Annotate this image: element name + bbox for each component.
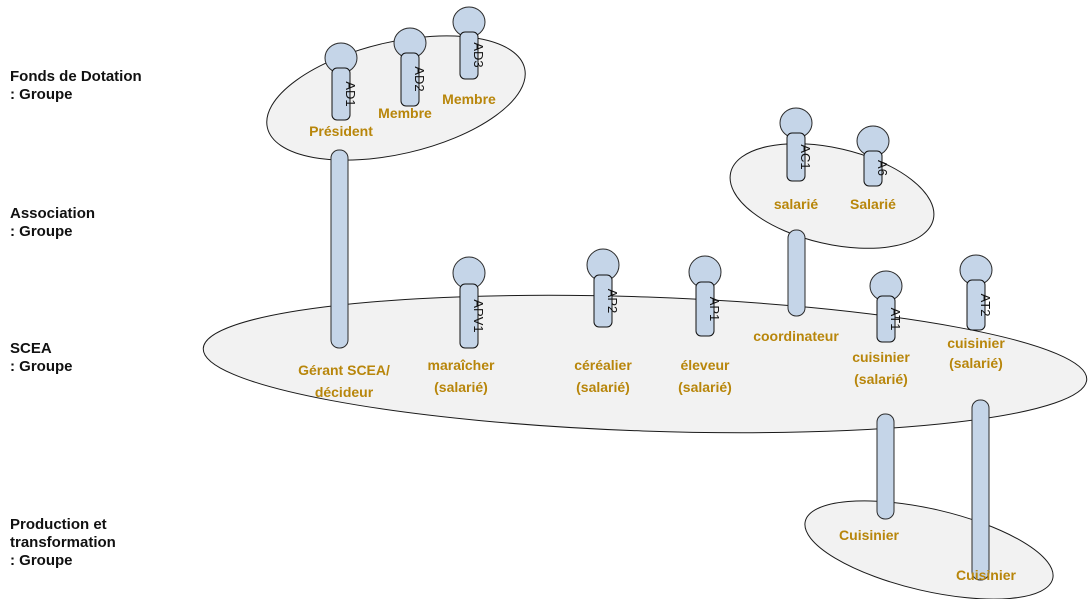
pin-tag-box [695,281,715,337]
pin-ad3: AD3 [452,6,486,80]
role-label: Membre [378,105,432,121]
pin-ad2: AD2 [393,27,427,107]
group-ellipse-production [804,500,1054,599]
role-label: maraîcher [428,357,495,373]
role-label: cuisinier [852,349,910,365]
pin-a6: A6 [856,125,890,187]
group-label-fonds: Fonds de Dotation : Groupe [10,68,142,103]
link-fonds-scea [330,149,349,349]
pin-tag-box [593,274,613,328]
pin-tag-label: AT2 [978,294,993,317]
pin-tag-box [876,295,896,343]
role-label: Salarié [850,196,896,212]
role-label: Cuisinier [956,567,1016,583]
pin-tag-label: AD3 [471,42,486,67]
role-label: salarié [774,196,819,212]
group-ellipse-association [729,143,935,249]
pin-tag-box [786,132,806,182]
group-label-production: Production et transformation : Groupe [10,516,116,569]
pin-at2: AT2 [959,254,993,331]
pin-tag-box [400,52,420,107]
pin-tag-label: APV1 [471,299,486,332]
pin-tag-box [331,67,351,121]
role-label: céréalier [574,357,632,373]
role-label: (salarié) [576,379,630,395]
role-label: cuisinier [947,335,1005,351]
pin-tag-label: AD1 [343,81,358,106]
pin-ap1: AP1 [688,255,722,337]
group-label-scea: SCEA : Groupe [10,340,73,375]
role-label: (salarié) [678,379,732,395]
pin-tag-box [966,279,986,331]
pin-tag-label: AC1 [798,144,813,169]
pin-tag-label: AP2 [605,289,620,314]
role-label: Président [309,123,373,139]
pin-ad1: AD1 [324,42,358,121]
group-ellipse-scea [202,294,1088,434]
role-label: (salarié) [949,355,1003,371]
pin-ap2: AP2 [586,248,620,328]
pin-tag-label: AD2 [412,66,427,91]
role-label: éleveur [680,357,730,373]
pin-tag-label: AP1 [707,297,722,322]
link-association-scea [787,229,806,317]
group-label-association: Association : Groupe [10,205,96,240]
role-label: décideur [315,384,374,400]
role-label: (salarié) [854,371,908,387]
role-label: Gérant SCEA/ [298,362,390,378]
role-label: (salarié) [434,379,488,395]
pin-tag-box [459,31,479,80]
pin-tag-box [459,283,479,349]
pin-tag-label: A6 [875,160,890,176]
role-label: Membre [442,91,496,107]
pin-apv1: APV1 [452,256,486,349]
link-production-scea-2 [971,399,990,581]
role-label: Cuisinier [839,527,899,543]
pin-ac1: AC1 [779,107,813,182]
link-production-scea-1 [876,413,895,520]
pin-tag-box [863,150,883,187]
pin-at1: AT1 [869,270,903,343]
role-label: coordinateur [753,328,839,344]
pin-tag-label: AT1 [888,308,903,331]
